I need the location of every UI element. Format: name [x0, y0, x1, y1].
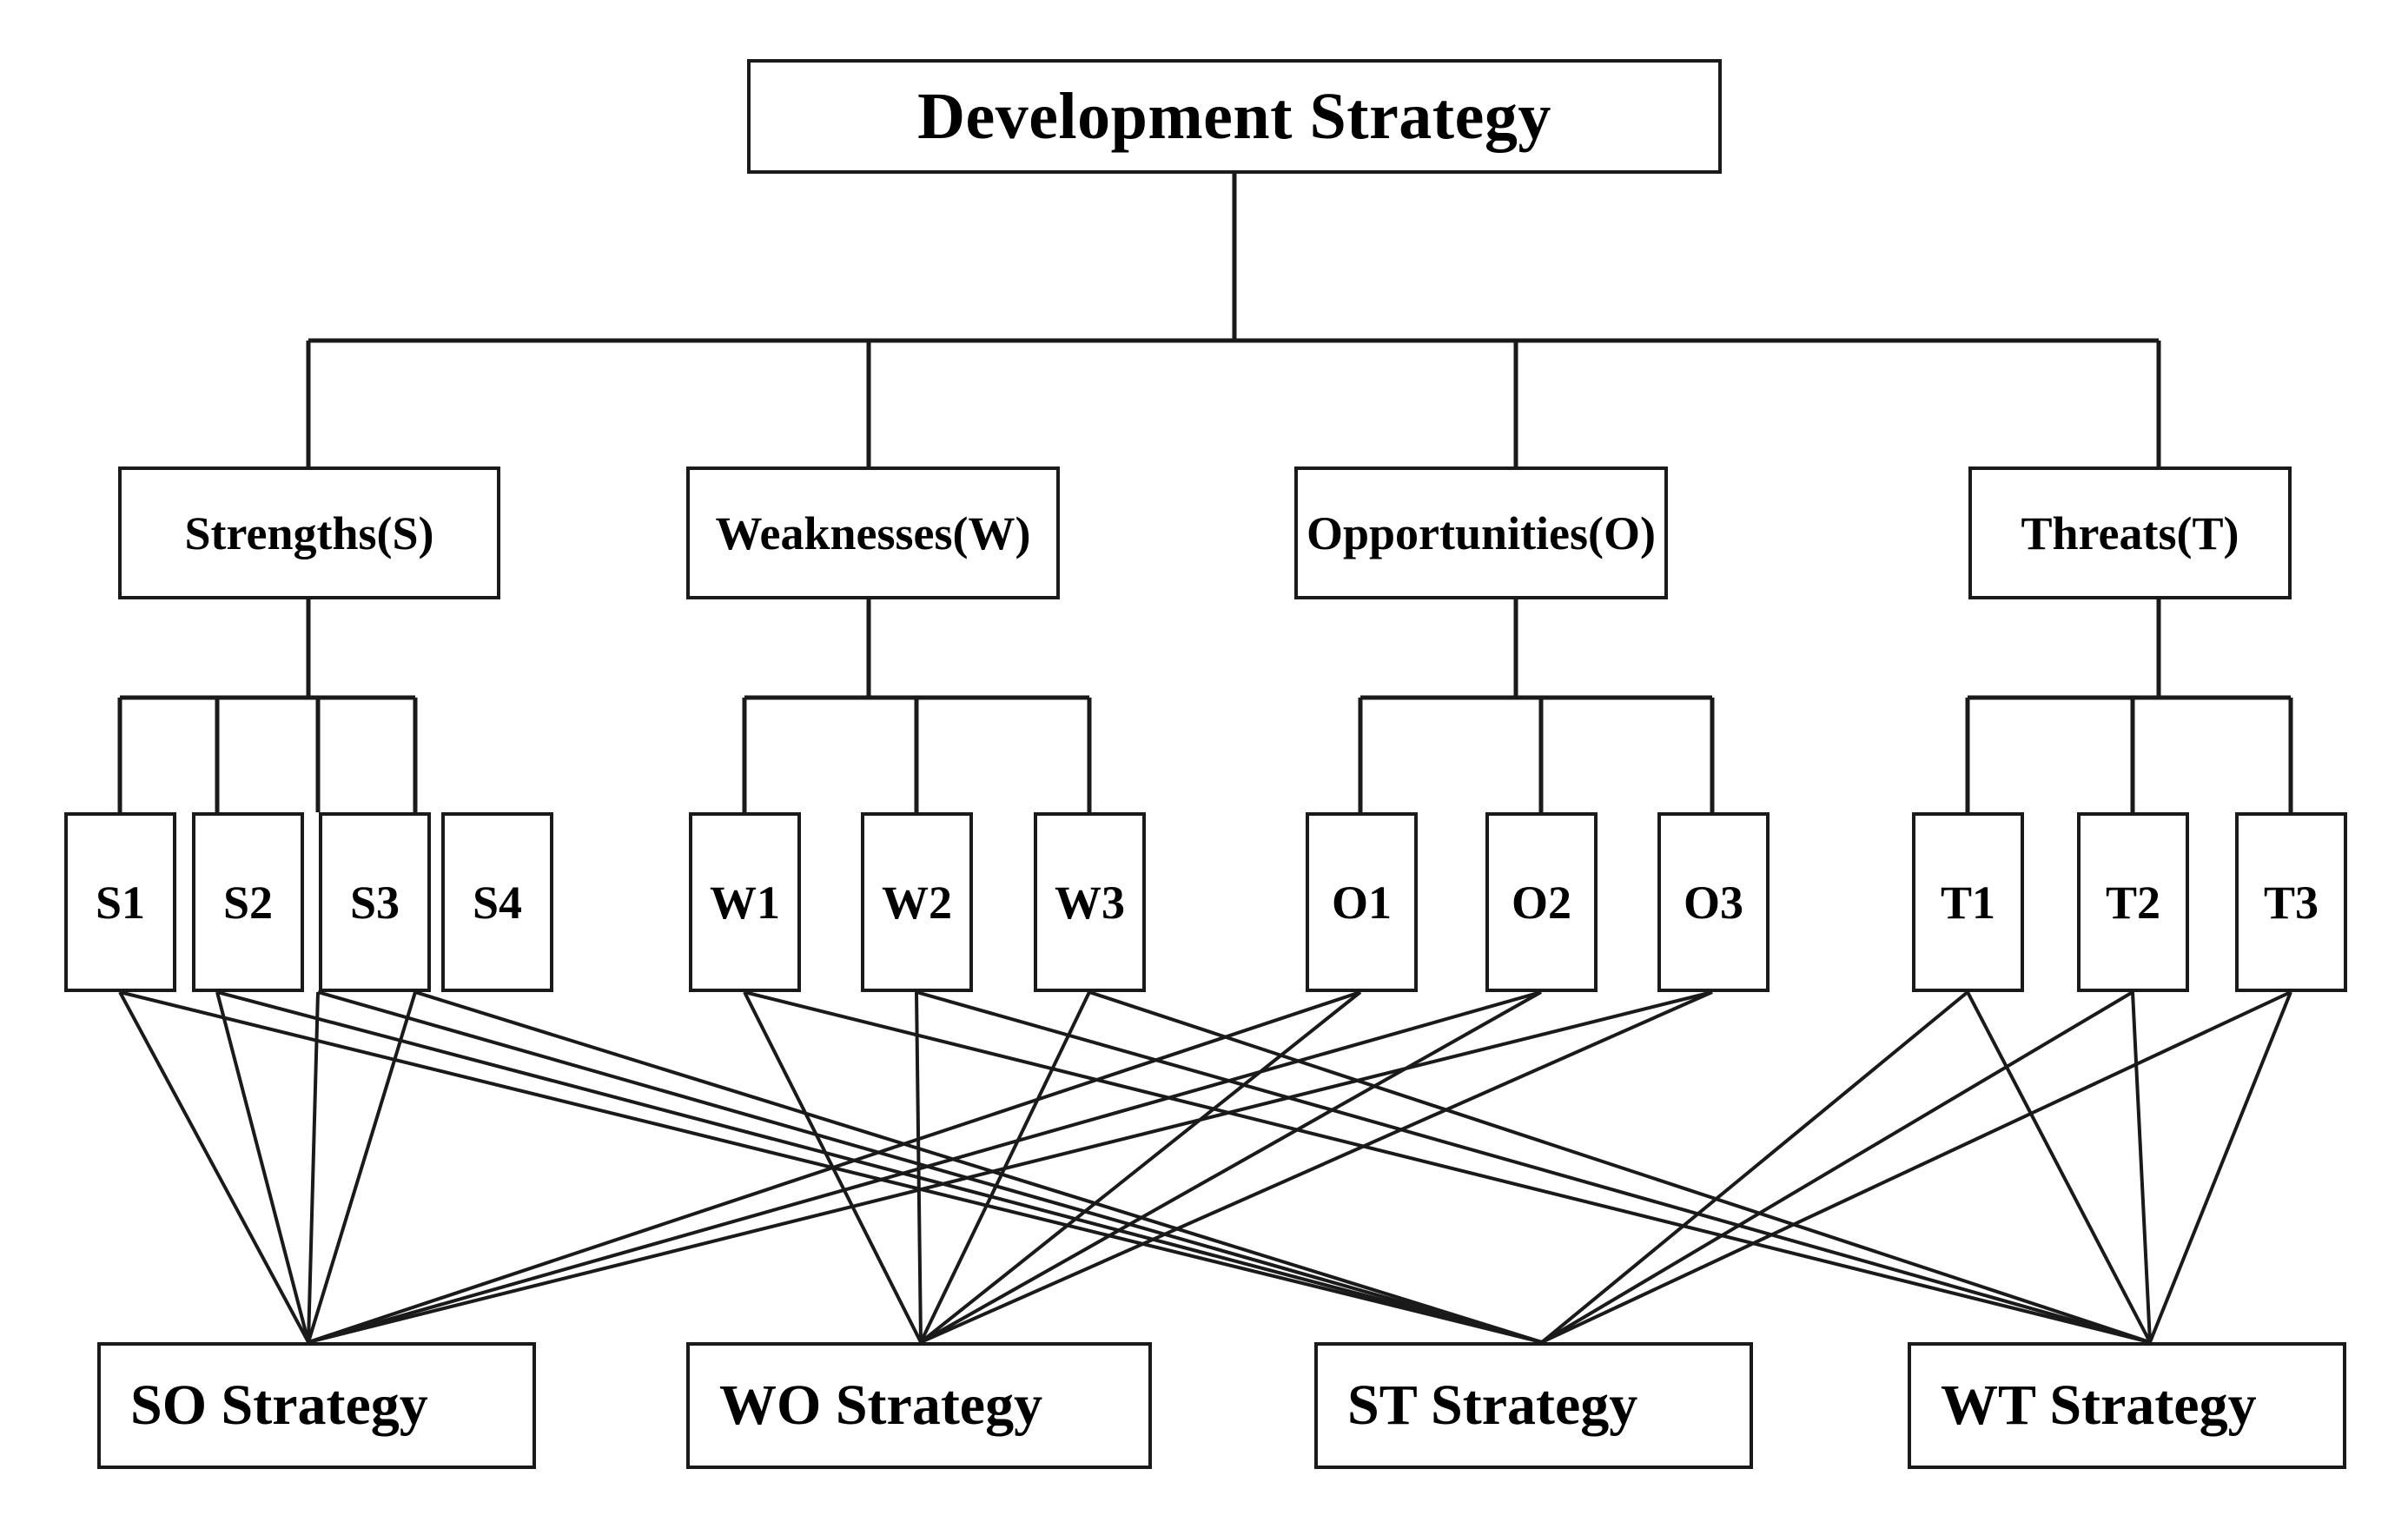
node-factor-w2[interactable]: W2 [861, 812, 973, 992]
node-label: S1 [95, 876, 146, 929]
node-label: WT Strategy [1941, 1373, 2257, 1437]
edge-s2-st [216, 990, 1543, 1344]
edge-t2-st [1540, 990, 2134, 1344]
node-factor-o2[interactable]: O2 [1485, 812, 1598, 992]
edge-w3-wt [1088, 990, 2151, 1344]
node-label: S2 [222, 876, 274, 929]
edge-w3-wo [919, 991, 1091, 1343]
node-label: Strengths(S) [184, 506, 434, 559]
node-strengths[interactable]: Strengths(S) [118, 467, 500, 599]
edge-s4-st [414, 990, 1543, 1344]
node-weaknesses[interactable]: Weaknesses(W) [686, 467, 1060, 599]
edge-o3-wo [920, 990, 1713, 1344]
node-label: W2 [882, 876, 952, 929]
edge-s1-so [118, 991, 310, 1343]
node-factor-t3[interactable]: T3 [2235, 812, 2347, 992]
node-factor-s2[interactable]: S2 [192, 812, 304, 992]
edge-t3-st [1541, 990, 2292, 1344]
edge-s1-st [119, 990, 1543, 1344]
edge-o1-wo [919, 990, 1362, 1344]
edge-s2-so [215, 991, 310, 1343]
edge-t3-wt [2148, 991, 2292, 1343]
node-label: S3 [349, 876, 400, 929]
node-strategy-wo[interactable]: WO Strategy [686, 1342, 1152, 1469]
edge-o2-so [308, 990, 1542, 1344]
node-factor-w1[interactable]: W1 [689, 812, 801, 992]
node-label: Threats(T) [2021, 506, 2239, 559]
node-factor-s1[interactable]: S1 [64, 812, 176, 992]
node-label: Development Strategy [917, 80, 1551, 153]
edge-w2-wo [915, 991, 923, 1343]
node-factor-s4[interactable]: S4 [441, 812, 553, 992]
edge-w1-wt [744, 990, 2151, 1344]
edge-o3-so [308, 990, 1713, 1344]
edge-o1-so [308, 990, 1361, 1344]
node-label: T1 [1940, 876, 1996, 929]
node-label: O1 [1331, 876, 1392, 929]
node-label: T3 [2263, 876, 2319, 929]
node-factor-w3[interactable]: W3 [1034, 812, 1146, 992]
node-factor-t1[interactable]: T1 [1912, 812, 2024, 992]
edge-o2-wo [920, 990, 1542, 1344]
node-label: ST Strategy [1347, 1373, 1638, 1437]
edge-s3-so [307, 991, 320, 1343]
node-strategy-st[interactable]: ST Strategy [1314, 1342, 1753, 1469]
node-label: W1 [710, 876, 780, 929]
edge-w1-wo [743, 991, 923, 1343]
edge-w2-wt [916, 990, 2151, 1344]
node-label: WO Strategy [719, 1373, 1043, 1437]
node-strategy-so[interactable]: SO Strategy [97, 1342, 536, 1469]
node-label: SO Strategy [130, 1373, 428, 1437]
node-factor-s3[interactable]: S3 [319, 812, 431, 992]
edge-t1-wt [1966, 991, 2152, 1343]
node-label: W3 [1055, 876, 1125, 929]
edge-s3-st [317, 990, 1543, 1344]
node-factor-o3[interactable]: O3 [1657, 812, 1770, 992]
node-opportunities[interactable]: Opportunities(O) [1294, 467, 1668, 599]
edge-t2-wt [2131, 991, 2152, 1343]
node-development-strategy[interactable]: Development Strategy [747, 59, 1722, 174]
node-threats[interactable]: Threats(T) [1968, 467, 2292, 599]
node-label: Weaknesses(W) [715, 506, 1031, 559]
node-label: T2 [2105, 876, 2161, 929]
node-factor-o1[interactable]: O1 [1306, 812, 1418, 992]
node-label: O3 [1683, 876, 1743, 929]
edge-t1-st [1540, 990, 1969, 1344]
node-strategy-wt[interactable]: WT Strategy [1908, 1342, 2346, 1469]
node-factor-t2[interactable]: T2 [2077, 812, 2189, 992]
node-label: O2 [1511, 876, 1571, 929]
edge-s4-so [307, 991, 417, 1343]
node-label: S4 [472, 876, 523, 929]
node-label: Opportunities(O) [1306, 506, 1657, 559]
